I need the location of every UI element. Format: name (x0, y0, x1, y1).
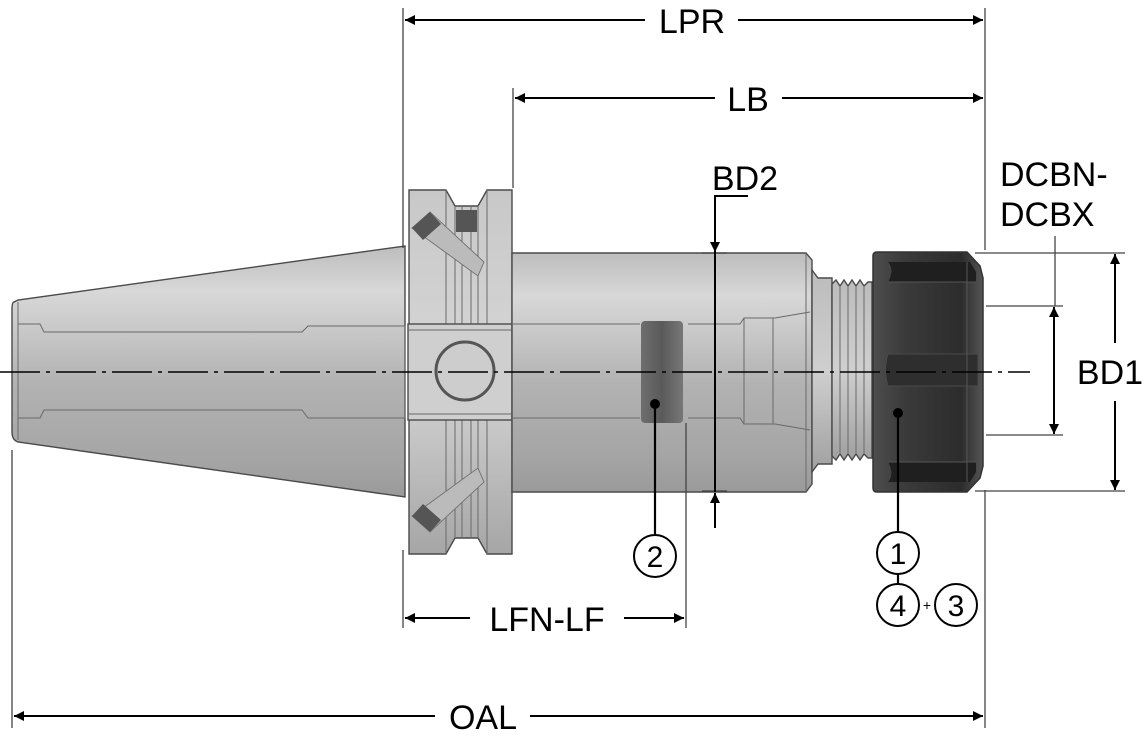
callout-4-plus-3: 4 + 3 (876, 574, 978, 627)
dcbx-label: DCBX (1000, 196, 1094, 234)
lpr-label: LPR (659, 3, 725, 41)
dimension-dcbn-dcbx: DCBN- DCBX (1000, 156, 1108, 434)
dimension-lfn-lf: LFN-LF (405, 601, 684, 639)
dcbn-label: DCBN- (1000, 156, 1108, 194)
notch-block (456, 210, 477, 232)
dimension-lb: LB (515, 81, 983, 119)
dimension-bd1: BD1 (1077, 254, 1143, 490)
thread-section (811, 267, 873, 475)
taper-shank (11, 245, 406, 498)
dimension-lpr: LPR (405, 3, 983, 41)
dimension-oal: OAL (14, 699, 983, 737)
lfn-lf-label: LFN-LF (489, 601, 604, 639)
lb-label: LB (727, 81, 769, 119)
extension-lines (11, 8, 1125, 728)
dimension-bd2: BD2 (710, 160, 778, 528)
callout-4-label: 4 (890, 590, 907, 623)
bd2-label: BD2 (712, 160, 778, 198)
oal-label: OAL (449, 699, 517, 737)
bd1-label: BD1 (1077, 354, 1143, 392)
callout-2: 2 (633, 399, 677, 578)
callout-1-label: 1 (890, 538, 907, 571)
callout-3-label: 3 (948, 590, 965, 623)
coolant-pin-upper (411, 211, 485, 277)
callout-2-label: 2 (647, 541, 664, 574)
plus-sign: + (923, 597, 931, 613)
orientation-hole (434, 340, 496, 402)
coolant-pin-lower (411, 467, 485, 533)
